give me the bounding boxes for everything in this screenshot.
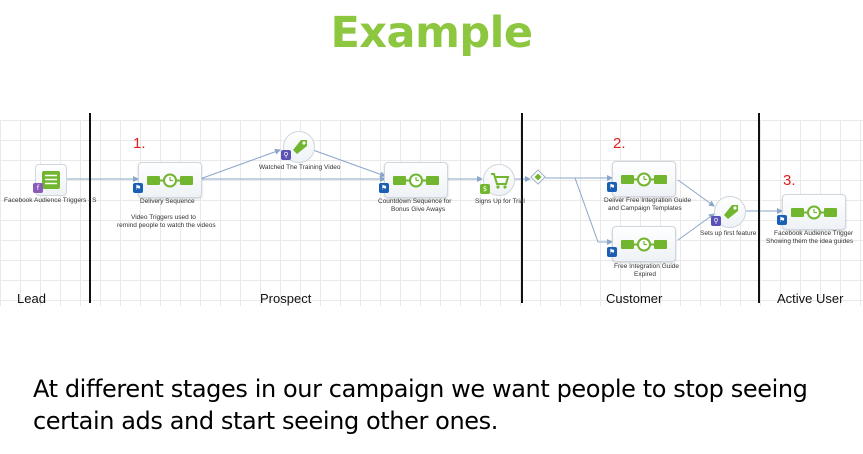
timeline-icon <box>621 172 667 187</box>
delivery-sequence-note-line: Video Triggers used to <box>131 214 196 221</box>
flag-icon: ⚑ <box>607 247 617 257</box>
facebook-trigger-lead-node[interactable] <box>35 164 67 196</box>
stage-label-lead: Lead <box>17 291 46 306</box>
facebook-trigger-lead-label: Facebook Audience Triggers - S <box>4 197 97 204</box>
countdown-sequence-node[interactable] <box>384 162 448 198</box>
link-badge-icon: ⚲ <box>281 150 291 160</box>
timeline-icon <box>393 173 439 188</box>
signs-up-trial-label: Signs Up for Trial <box>475 198 525 205</box>
flag-icon: ⚑ <box>379 183 389 193</box>
connector-delivery-to-watched <box>199 148 281 180</box>
timeline-icon <box>621 237 667 252</box>
tag-icon <box>293 140 307 154</box>
list-icon <box>42 171 60 189</box>
deliver-guide-node[interactable] <box>612 161 676 197</box>
timeline-icon <box>147 173 193 188</box>
delivery-sequence-label: Delivery Sequence <box>140 198 195 205</box>
step-number: 1. <box>133 135 146 152</box>
connector-expired-to-feature <box>677 213 715 241</box>
flag-icon: ⚑ <box>133 183 143 193</box>
deliver-guide-label-line: and Campaign Templates <box>608 205 682 212</box>
guide-expired-label-line: Expired <box>634 271 657 278</box>
caption-line: certain ads and start seeing other ones. <box>33 407 498 435</box>
caption-line: At different stages in our campaign we w… <box>33 375 808 403</box>
stage-divider <box>89 113 91 303</box>
cart-icon <box>491 173 510 189</box>
slide-title: Example <box>330 8 533 58</box>
stage-divider <box>521 113 523 303</box>
connector-guide-to-feature <box>677 179 715 207</box>
link-badge-icon: ⚲ <box>711 216 721 226</box>
tag-icon <box>724 205 738 219</box>
guide-expired-label-line: Free Integration Guide <box>614 263 680 270</box>
countdown-sequence-label-line: Countdown Sequence for <box>378 198 452 205</box>
connector-split-to-expired <box>545 177 613 245</box>
deliver-guide-label-line: Deliver Free Integration Guide <box>604 197 692 204</box>
flag-icon: ⚑ <box>607 182 617 192</box>
slide-caption: At different stages in our campaign we w… <box>33 373 833 437</box>
facebook-trigger-active-label-line: Showing them the idea guides <box>766 238 854 245</box>
stage-label-customer: Customer <box>606 291 663 306</box>
split-diamond-icon <box>534 173 542 181</box>
delivery-sequence-note-line: remind people to watch the videos <box>117 222 216 229</box>
stage-label-active-user: Active User <box>777 291 844 306</box>
sets-up-feature-label: Sets up first feature <box>700 230 757 237</box>
delivery-sequence-node[interactable] <box>138 162 202 198</box>
facebook-trigger-active-node[interactable] <box>782 194 846 230</box>
step-number: 2. <box>613 135 626 152</box>
stage-divider <box>758 113 760 303</box>
watched-video-label: Watched The Training Video <box>259 164 341 171</box>
timeline-icon <box>791 205 837 220</box>
flag-icon: ⚑ <box>777 215 787 225</box>
stage-label-prospect: Prospect <box>260 291 312 306</box>
cart-badge-icon: $ <box>480 184 490 194</box>
step-number: 3. <box>783 172 796 189</box>
countdown-sequence-label-line: Bonus Give Aways <box>391 206 446 213</box>
facebook-badge-icon: f <box>33 183 43 193</box>
connector-watched-to-countdown <box>312 149 386 178</box>
facebook-trigger-active-label-line: Facebook Audience Trigger <box>774 230 854 237</box>
guide-expired-node[interactable] <box>612 226 676 262</box>
